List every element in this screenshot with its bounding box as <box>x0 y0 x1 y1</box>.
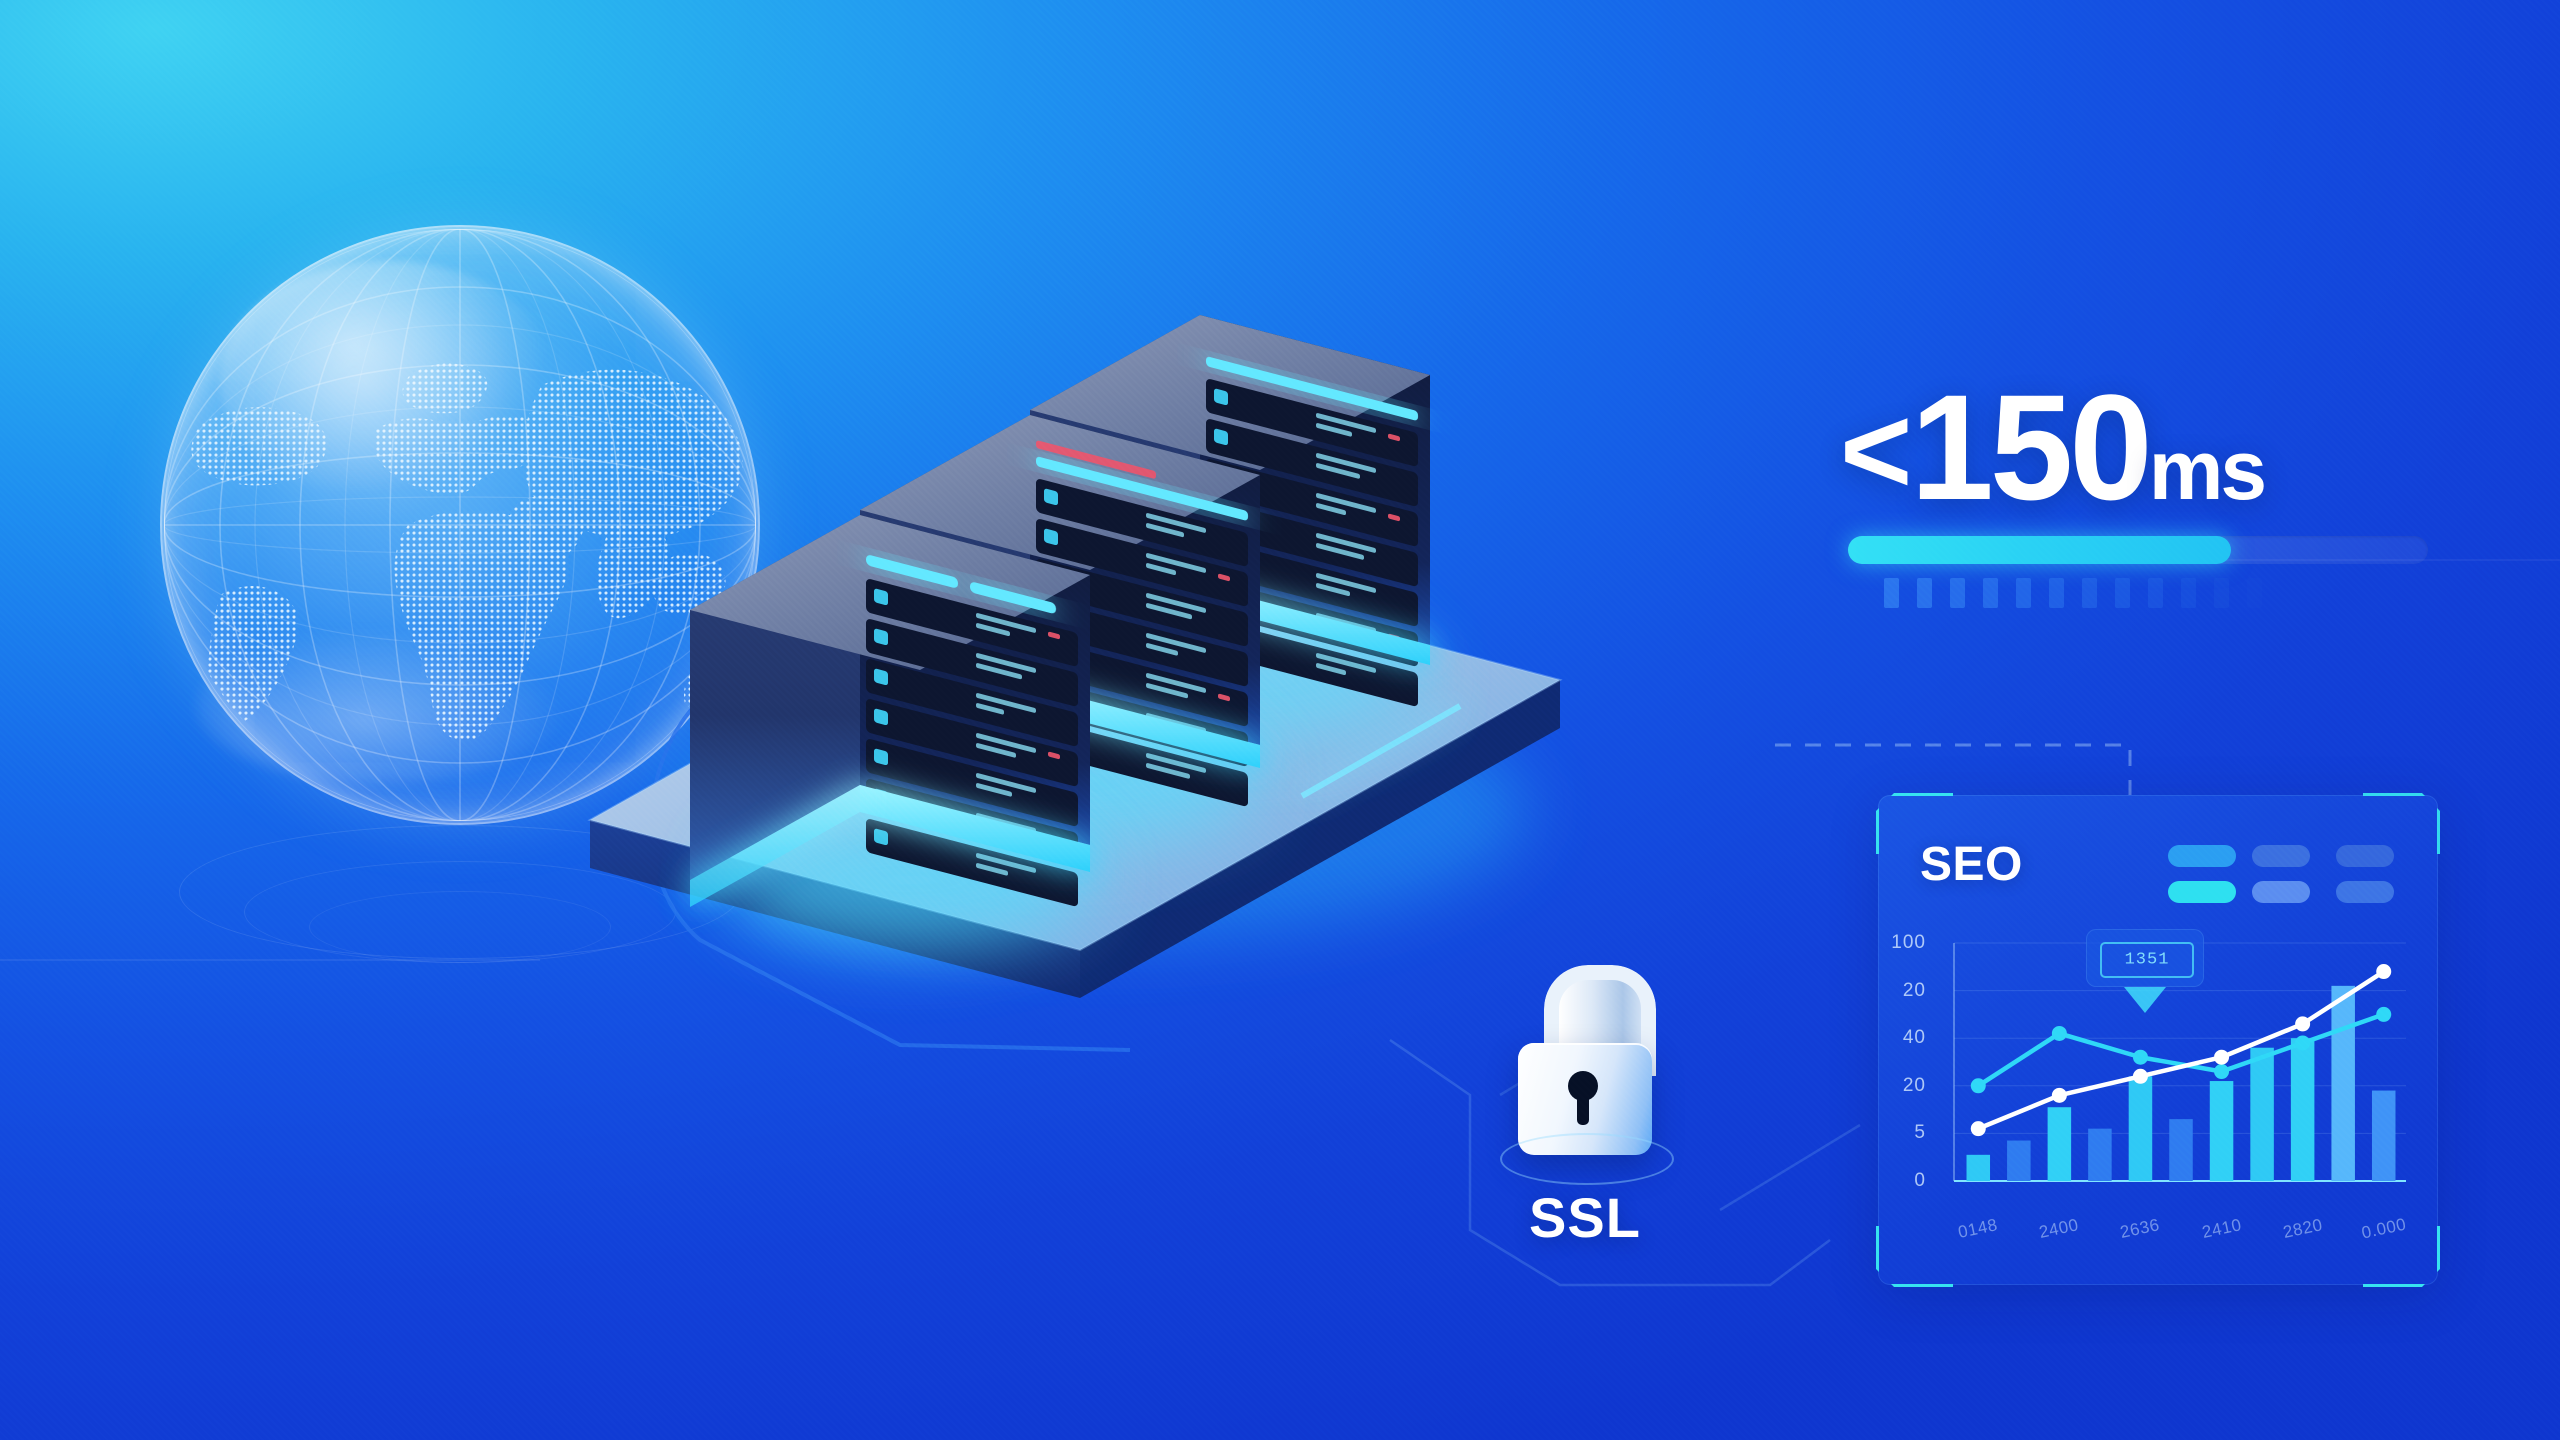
seo-panel-chips <box>2168 845 2404 903</box>
latency-value-row: <150ms <box>1840 372 2480 522</box>
chart-tooltip-box: 1351 <box>2100 942 2194 978</box>
chart-y-tick-label: 20 <box>1902 1074 1926 1096</box>
server-rack-icon <box>587 315 1563 998</box>
latency-progress-fill <box>1848 536 2231 564</box>
chart-point <box>2051 1025 2067 1041</box>
latency-tick <box>2115 578 2130 608</box>
latency-tick-marks <box>1884 578 2480 608</box>
latency-tick <box>1950 578 1965 608</box>
chart-x-tick-label: 2400 <box>2037 1215 2081 1242</box>
chart-bar <box>2331 985 2355 1181</box>
chart-point <box>2376 1006 2392 1022</box>
latency-tick <box>2181 578 2196 608</box>
latency-tick <box>2148 578 2163 608</box>
corner-bracket-icon <box>1876 1226 1953 1287</box>
chart-tooltip-text: 1351 <box>2124 950 2170 970</box>
chart-x-tick-label: 2636 <box>2118 1215 2162 1242</box>
chart-line <box>1976 969 2386 1131</box>
latency-tick <box>1983 578 1998 608</box>
latency-tick <box>1884 578 1899 608</box>
chart-bar <box>2047 1107 2072 1181</box>
ssl-label: SSL <box>1529 1186 1641 1249</box>
chart-bar <box>2128 1076 2153 1181</box>
chart-x-tick-label: 0148 <box>1956 1215 2000 1242</box>
chart-x-tick-label: 2410 <box>2199 1215 2243 1242</box>
seo-panel-title: SEO <box>1920 838 2023 891</box>
chart-x-tick-label: 2820 <box>2281 1215 2324 1242</box>
chart-point <box>2214 1064 2230 1080</box>
seo-chip <box>2168 845 2236 867</box>
globe-icon <box>160 225 760 963</box>
chart-point <box>2132 1049 2148 1065</box>
chart-tooltip-arrow <box>2124 987 2166 1013</box>
chart-y-tick-label: 100 <box>1891 932 1926 953</box>
chart-bar <box>1966 1154 1991 1181</box>
chart-bar <box>2088 1128 2112 1181</box>
seo-chart: 100 20 40 20 5 0 0148 2400 2636 2410 2820 0.000 13… <box>1891 929 2408 1242</box>
globe-base-ring <box>309 891 611 963</box>
chart-bar <box>2169 1119 2193 1181</box>
corner-bracket-icon <box>1876 793 1953 854</box>
seo-chip <box>2336 845 2394 867</box>
latency-tick <box>2016 578 2031 608</box>
corner-bracket-icon <box>2363 793 2440 854</box>
latency-unit: ms <box>2148 423 2267 517</box>
chart-bar <box>2007 1140 2031 1181</box>
chart-point <box>2295 1016 2311 1032</box>
chart-point <box>1970 1078 1986 1094</box>
chart-bar <box>2209 1081 2234 1181</box>
keyhole-icon <box>1568 1071 1598 1125</box>
chart-y-tick-label: 20 <box>1902 979 1926 1001</box>
seo-chip <box>2336 881 2394 903</box>
chart-point <box>2295 1035 2311 1051</box>
chart-point <box>2132 1068 2148 1084</box>
latency-indicator: <150ms <box>1840 372 2480 608</box>
chart-tooltip: 1351 <box>2086 929 2204 1013</box>
chart-plot-area <box>1953 942 2406 1182</box>
chart-line <box>1976 1012 2386 1089</box>
corner-bracket-icon <box>2363 1226 2440 1287</box>
chart-bar <box>2290 1038 2315 1181</box>
chart-point <box>2214 1049 2230 1065</box>
seo-panel: SEO 100 20 40 20 5 0 0148 2400 2636 2410 2820 0.00… <box>1876 793 2440 1287</box>
seo-chip <box>2168 881 2236 903</box>
chart-bar <box>2250 1047 2274 1181</box>
latency-tick <box>2049 578 2064 608</box>
chart-point <box>2051 1087 2067 1103</box>
padlock-icon <box>1500 965 1674 1185</box>
seo-chip <box>2252 845 2310 867</box>
latency-number: 150 <box>1910 363 2152 531</box>
seo-chip <box>2252 881 2310 903</box>
chart-point <box>2376 964 2392 980</box>
chart-bar <box>2371 1090 2396 1181</box>
latency-tick <box>2082 578 2097 608</box>
chart-y-tick-label: 40 <box>1902 1027 1926 1049</box>
latency-tick <box>1917 578 1932 608</box>
latency-progress-track <box>1848 536 2428 564</box>
latency-tick <box>2214 578 2229 608</box>
latency-tick <box>2247 578 2262 608</box>
chart-x-tick-label: 0.000 <box>2359 1214 2408 1243</box>
less-than-symbol: < <box>1840 382 1912 520</box>
chart-y-tick-label: 0 <box>1914 1170 1926 1191</box>
ssl-badge: SSL <box>1465 965 1705 1250</box>
chart-y-tick-label: 5 <box>1914 1122 1926 1144</box>
chart-point <box>1970 1121 1986 1137</box>
